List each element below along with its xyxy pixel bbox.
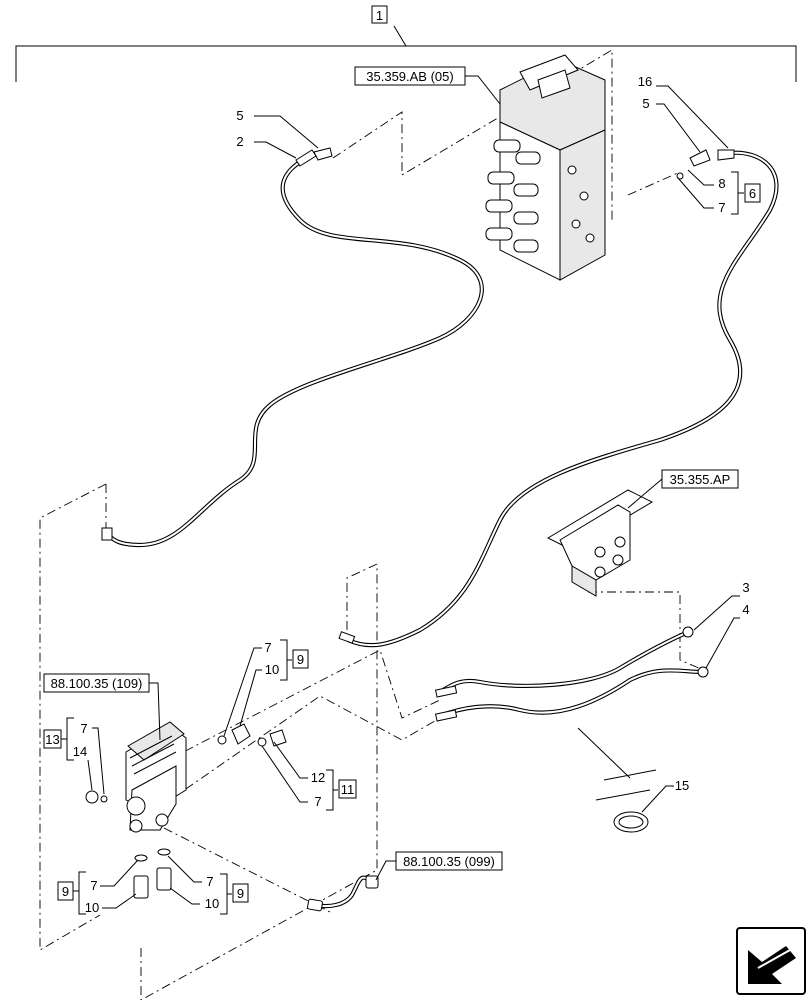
callout-10-mid: 10 xyxy=(239,662,279,727)
callout-4: 4 xyxy=(705,602,750,669)
group-9-right: 9 xyxy=(220,873,249,915)
group-6: 6 xyxy=(731,171,761,215)
svg-text:13: 13 xyxy=(45,732,59,747)
assembly-bracket: 1 xyxy=(15,5,797,82)
callout-5-top-left: 5 xyxy=(236,108,319,149)
svg-text:10: 10 xyxy=(85,900,99,915)
svg-text:5: 5 xyxy=(642,96,649,111)
svg-text:16: 16 xyxy=(638,74,652,89)
adapters-bottom xyxy=(133,848,172,899)
callout-10-bottom-right: 10 xyxy=(169,887,219,911)
svg-text:12: 12 xyxy=(311,770,325,785)
hose-4 xyxy=(437,668,706,719)
pedal-valve-block xyxy=(546,489,654,597)
callout-7-mid: 7 xyxy=(223,640,272,737)
arrow-back-icon[interactable] xyxy=(736,927,806,995)
fitting-top-left xyxy=(295,147,333,167)
callout-15: 15 xyxy=(641,778,689,813)
svg-text:7: 7 xyxy=(206,874,213,889)
svg-text:7: 7 xyxy=(80,721,87,736)
clip-leader xyxy=(577,727,657,801)
callout-14: 14 xyxy=(73,744,93,791)
control-valve-block xyxy=(485,54,606,281)
callout-7-bottom-left: 7 xyxy=(90,859,139,893)
callout-3: 3 xyxy=(693,580,750,631)
group-13: 13 xyxy=(43,717,74,761)
svg-text:9: 9 xyxy=(297,652,304,667)
svg-text:4: 4 xyxy=(742,602,749,617)
callout-10-bottom-left: 10 xyxy=(85,893,137,915)
svg-text:35.355.AP: 35.355.AP xyxy=(670,472,731,487)
svg-text:7: 7 xyxy=(314,794,321,809)
fitting-hose-ends-right xyxy=(682,626,709,678)
filter-valve-body xyxy=(85,721,187,833)
svg-text:35.359.AB (05): 35.359.AB (05) xyxy=(366,69,453,84)
callout-12: 12 xyxy=(273,741,325,785)
ref-valve-block: 35.359.AB (05) xyxy=(354,66,501,105)
callout-8: 8 xyxy=(687,169,726,191)
svg-text:11: 11 xyxy=(341,782,355,797)
svg-text:10: 10 xyxy=(265,662,279,677)
adapter-mid xyxy=(217,723,287,747)
svg-text:8: 8 xyxy=(718,176,725,191)
svg-text:14: 14 xyxy=(73,744,87,759)
phantom-lines xyxy=(39,49,709,1000)
group-9-left: 9 xyxy=(57,871,86,915)
svg-text:88.100.35 (099): 88.100.35 (099) xyxy=(403,854,495,869)
svg-text:5: 5 xyxy=(236,108,243,123)
callout-7-top-right: 7 xyxy=(677,177,726,215)
fitting-top-right xyxy=(676,149,735,180)
callout-5-top-right: 5 xyxy=(642,96,701,153)
hose-clip xyxy=(613,811,649,833)
svg-text:10: 10 xyxy=(205,896,219,911)
hose-top-right xyxy=(345,150,779,648)
hose-3 xyxy=(437,629,691,695)
svg-text:2: 2 xyxy=(236,134,243,149)
group-11: 11 xyxy=(326,769,357,811)
callout-7-right: 7 xyxy=(261,745,322,809)
group-9-mid: 9 xyxy=(280,639,309,681)
fitting-hose-ends-left xyxy=(101,527,458,722)
callout-16: 16 xyxy=(638,74,729,149)
sensor-cable xyxy=(311,875,375,909)
ref-filter-block: 88.100.35 (109) xyxy=(43,673,161,741)
assembly-label: 1 xyxy=(376,8,383,23)
svg-text:15: 15 xyxy=(675,778,689,793)
svg-text:7: 7 xyxy=(90,878,97,893)
svg-text:9: 9 xyxy=(62,884,69,899)
svg-text:88.100.35 (109): 88.100.35 (109) xyxy=(51,676,143,691)
hose-top-left xyxy=(105,159,484,548)
svg-text:9: 9 xyxy=(237,886,244,901)
pressure-sensor xyxy=(307,875,379,912)
svg-text:7: 7 xyxy=(718,200,725,215)
callout-7-left: 7 xyxy=(80,721,105,795)
ref-sensor-block: 88.100.35 (099) xyxy=(375,851,503,881)
svg-text:6: 6 xyxy=(749,186,756,201)
callout-2-top-left: 2 xyxy=(236,134,297,159)
svg-text:3: 3 xyxy=(742,580,749,595)
svg-text:7: 7 xyxy=(264,640,271,655)
callout-7-bottom-right: 7 xyxy=(167,855,214,889)
ref-pedal-block: 35.355.AP xyxy=(627,469,739,509)
